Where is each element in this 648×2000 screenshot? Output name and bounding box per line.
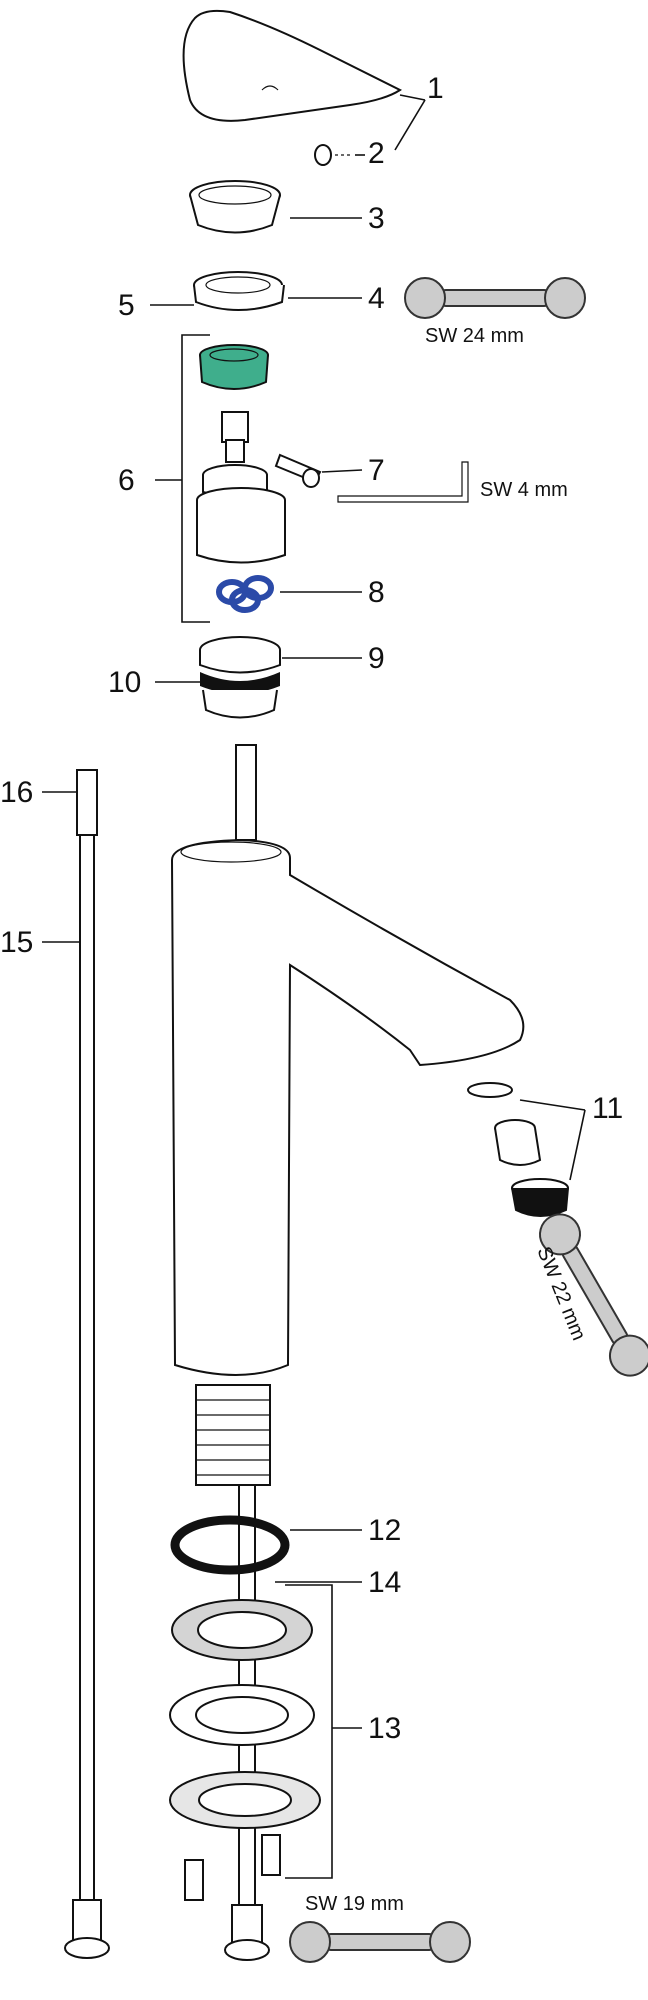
- part-faucet-body: [170, 838, 525, 1376]
- part-supply-hose-left: [64, 769, 110, 1959]
- wrench-icon: [404, 277, 586, 319]
- leader-lines: [42, 94, 586, 1879]
- callout-16: 16: [0, 776, 33, 809]
- part-cover-ring: [189, 180, 281, 234]
- callout-6: 6: [118, 464, 135, 497]
- callout-13: 13: [368, 1712, 401, 1745]
- part-black-seal: [170, 1515, 290, 1575]
- tool-labels: SW 24 mm SW 4 mm SW 22 mm SW 19 mm: [305, 325, 590, 1915]
- callout-12: 12: [368, 1514, 401, 1547]
- wrench-icon: [289, 1921, 471, 1963]
- callout-10: 10: [108, 666, 141, 699]
- tool-label-sw4: SW 4 mm: [480, 479, 568, 501]
- part-grey-washer: [171, 1599, 313, 1661]
- tool-label-sw19: SW 19 mm: [305, 1893, 404, 1915]
- part-threaded-shank: [195, 1384, 271, 1486]
- callout-3: 3: [368, 202, 385, 235]
- part-aerator: [467, 1082, 569, 1217]
- tool-label-sw24: SW 24 mm: [425, 325, 524, 347]
- callout-4: 4: [368, 282, 385, 315]
- callout-1: 1: [427, 72, 444, 105]
- part-seals: [216, 575, 274, 613]
- part-fixing-set: [169, 1684, 321, 1901]
- part-grub-screw: [314, 144, 350, 166]
- wrench-icon: [539, 1213, 648, 1377]
- allen-key-icon: [337, 461, 469, 503]
- part-hex-nut: [193, 271, 285, 311]
- callout-11: 11: [592, 1092, 623, 1125]
- part-cartridge: [196, 411, 286, 564]
- callout-9: 9: [368, 642, 385, 675]
- part-valve-body: [199, 636, 281, 719]
- callout-8: 8: [368, 576, 385, 609]
- callout-15: 15: [0, 926, 33, 959]
- callout-labels: 1 2 3 4 5 6 7 8 9 10 11 12 13 14 15 16: [0, 72, 623, 1745]
- part-screw: [274, 453, 322, 488]
- part-handle: [182, 9, 402, 122]
- part-green-insert: [199, 344, 269, 390]
- callout-2: 2: [368, 137, 385, 170]
- callout-14: 14: [368, 1566, 401, 1599]
- callout-7: 7: [368, 454, 385, 487]
- callout-5: 5: [118, 289, 135, 322]
